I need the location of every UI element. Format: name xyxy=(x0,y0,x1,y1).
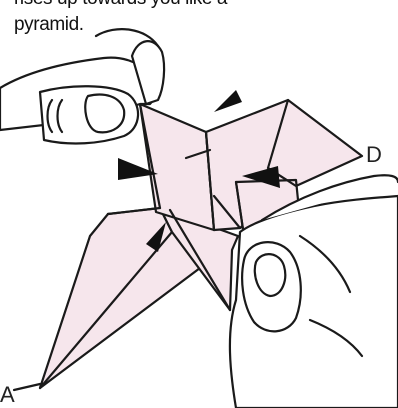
arrow-top xyxy=(214,90,242,112)
left-thumbnail xyxy=(85,95,124,133)
right-thumbnail xyxy=(255,254,285,296)
corner-a-pointer xyxy=(14,384,40,390)
corner-label-a: A xyxy=(0,382,15,407)
corner-label-d: D xyxy=(366,142,382,167)
